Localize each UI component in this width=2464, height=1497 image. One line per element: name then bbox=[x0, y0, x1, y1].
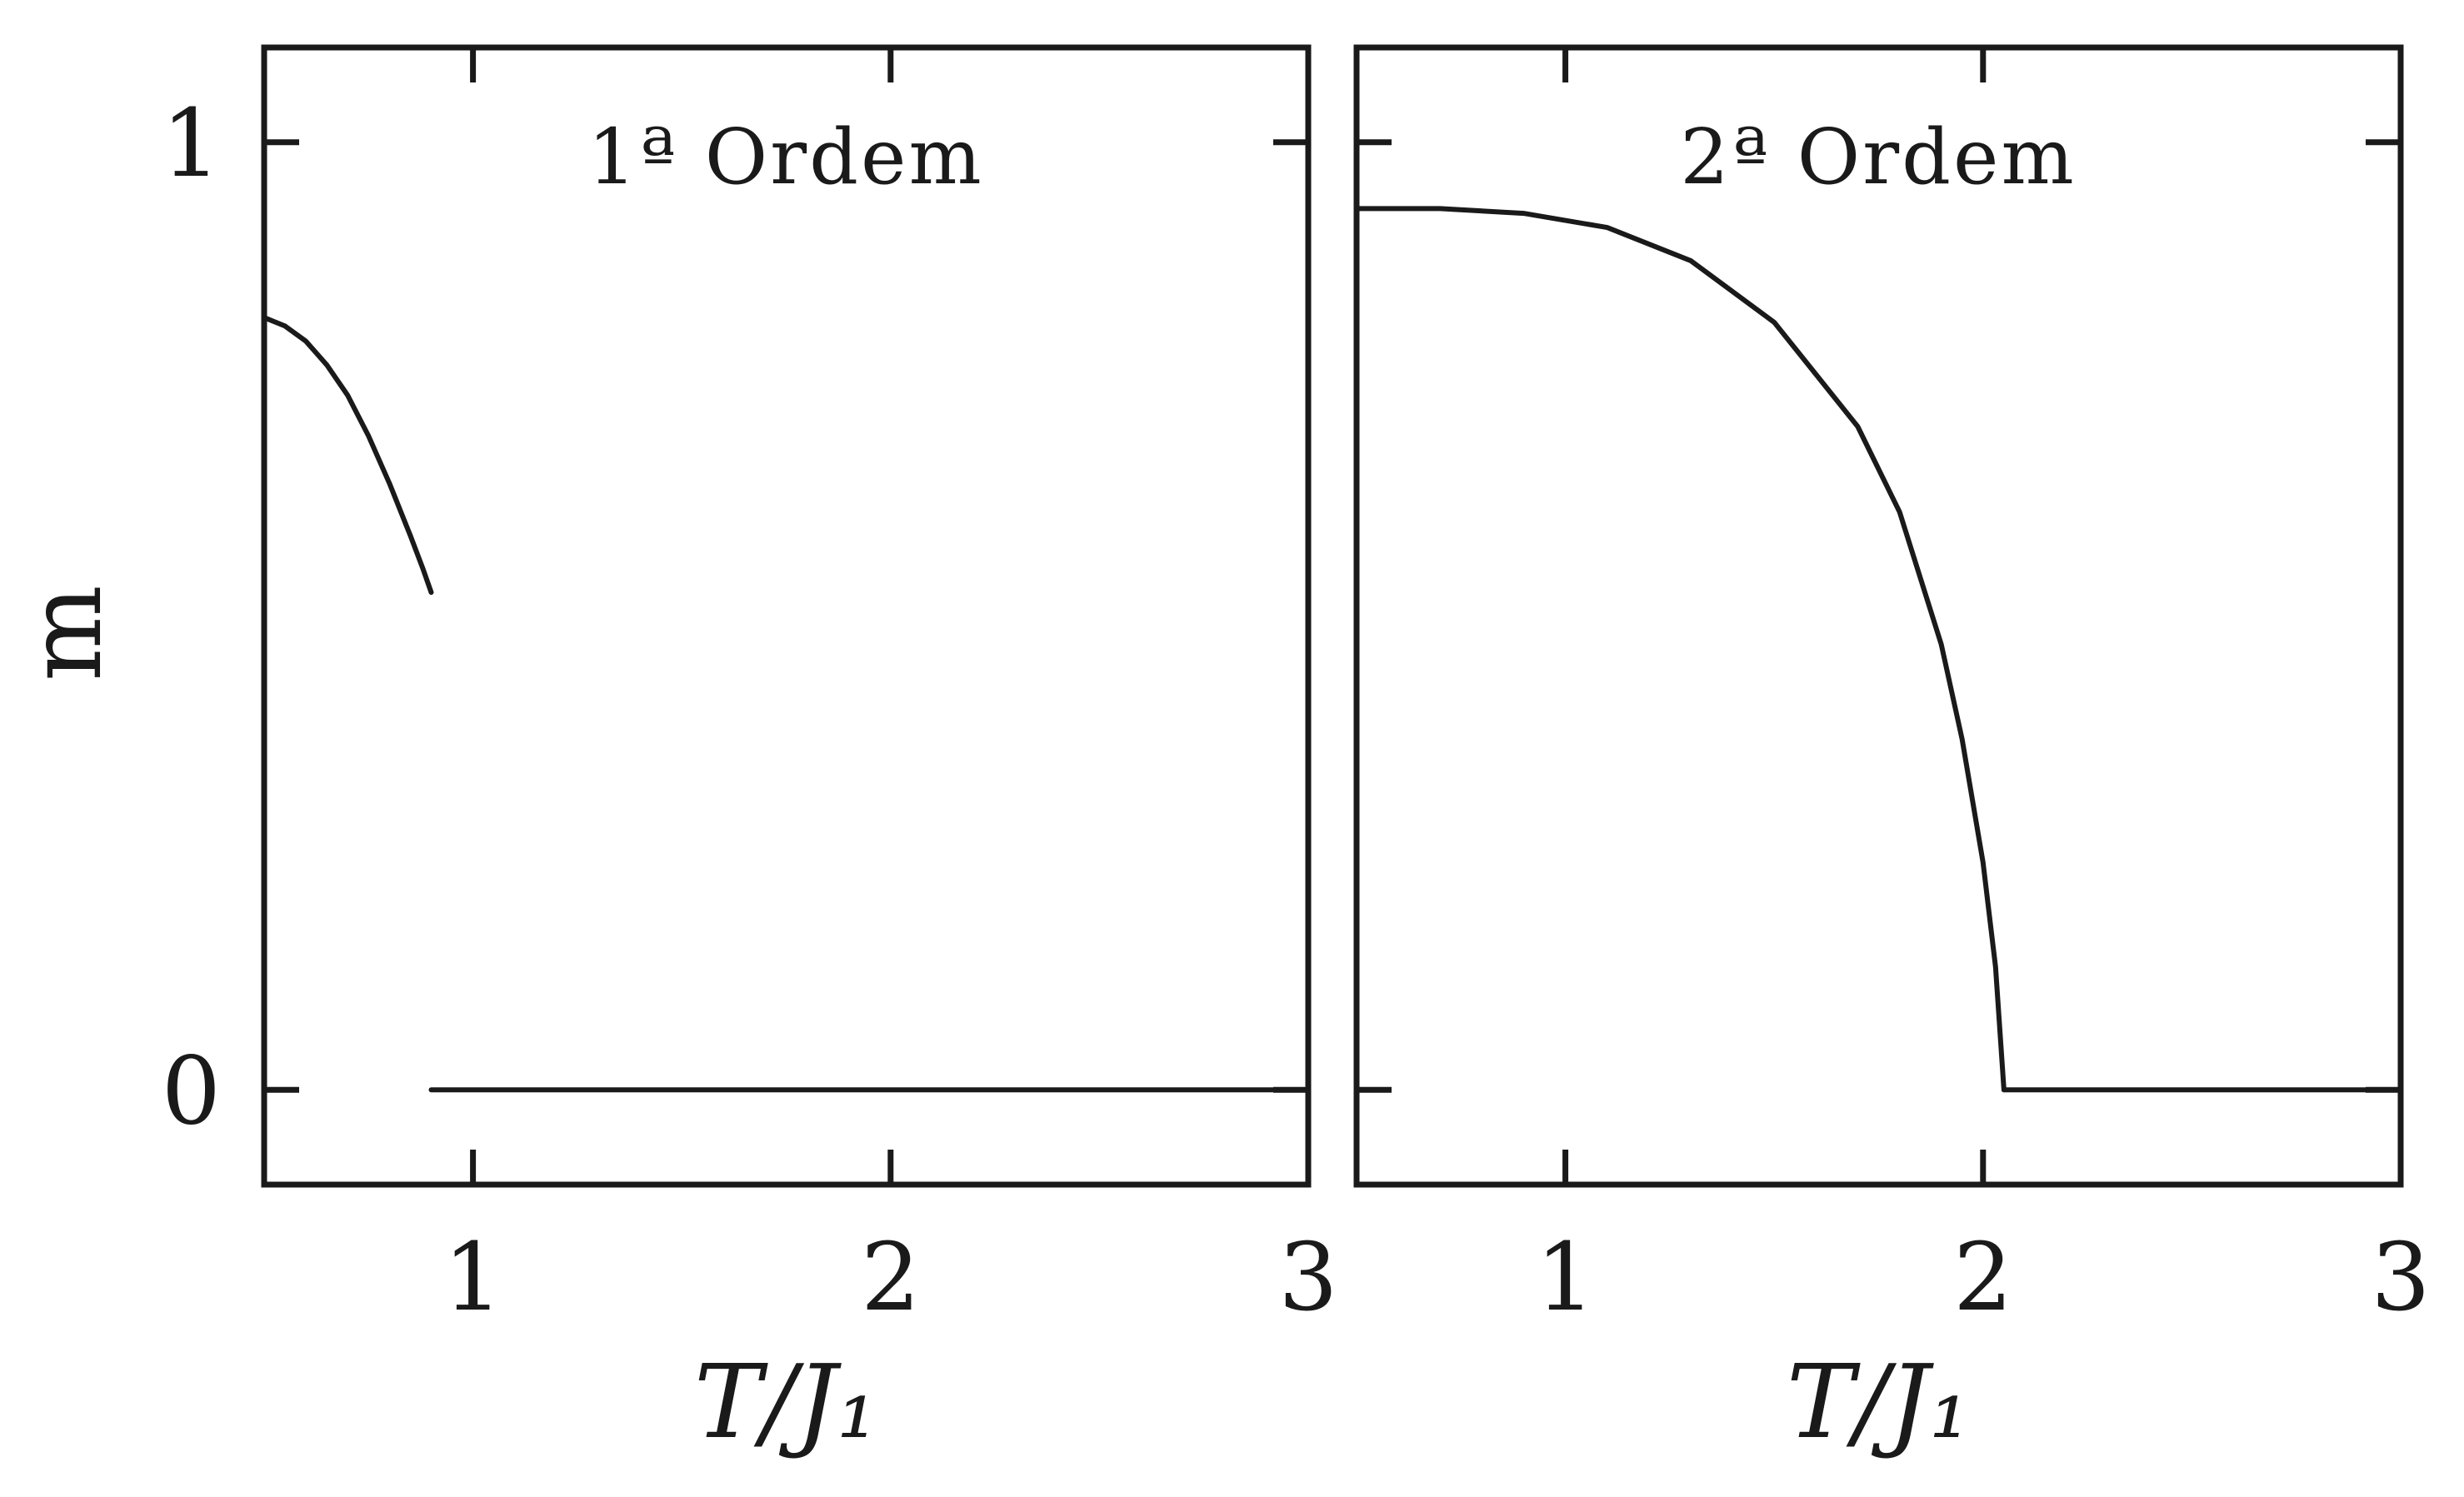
y-tick-label: 0 bbox=[162, 1037, 221, 1145]
x-tick-label: 1 bbox=[1536, 1224, 1595, 1332]
panel-title: 1ª Ordem bbox=[587, 112, 983, 202]
panel-first-order: 1ª Ordem 1 2 3 0 1 T/J₁ bbox=[162, 44, 1338, 1461]
panel-second-order: 2ª Ordem 1 2 3 T/J₁ bbox=[1353, 44, 2431, 1461]
x-tick-label: 1 bbox=[443, 1224, 502, 1332]
panel-title: 2ª Ordem bbox=[1680, 112, 2076, 202]
y-axis-label: m bbox=[6, 585, 124, 681]
x-tick-label: 2 bbox=[861, 1224, 920, 1332]
series-line bbox=[262, 315, 434, 596]
panel-frame bbox=[261, 44, 1312, 1188]
x-axis-label: T/J₁ bbox=[1787, 1343, 1970, 1461]
x-axis-label: T/J₁ bbox=[694, 1343, 877, 1461]
y-tick-label: 1 bbox=[162, 90, 221, 198]
x-tick-label: 2 bbox=[1953, 1224, 2012, 1332]
x-tick-label: 3 bbox=[2371, 1224, 2430, 1332]
panel-frame bbox=[1353, 44, 2404, 1188]
x-tick-label: 3 bbox=[1278, 1224, 1337, 1332]
series-line bbox=[1354, 206, 2007, 1093]
